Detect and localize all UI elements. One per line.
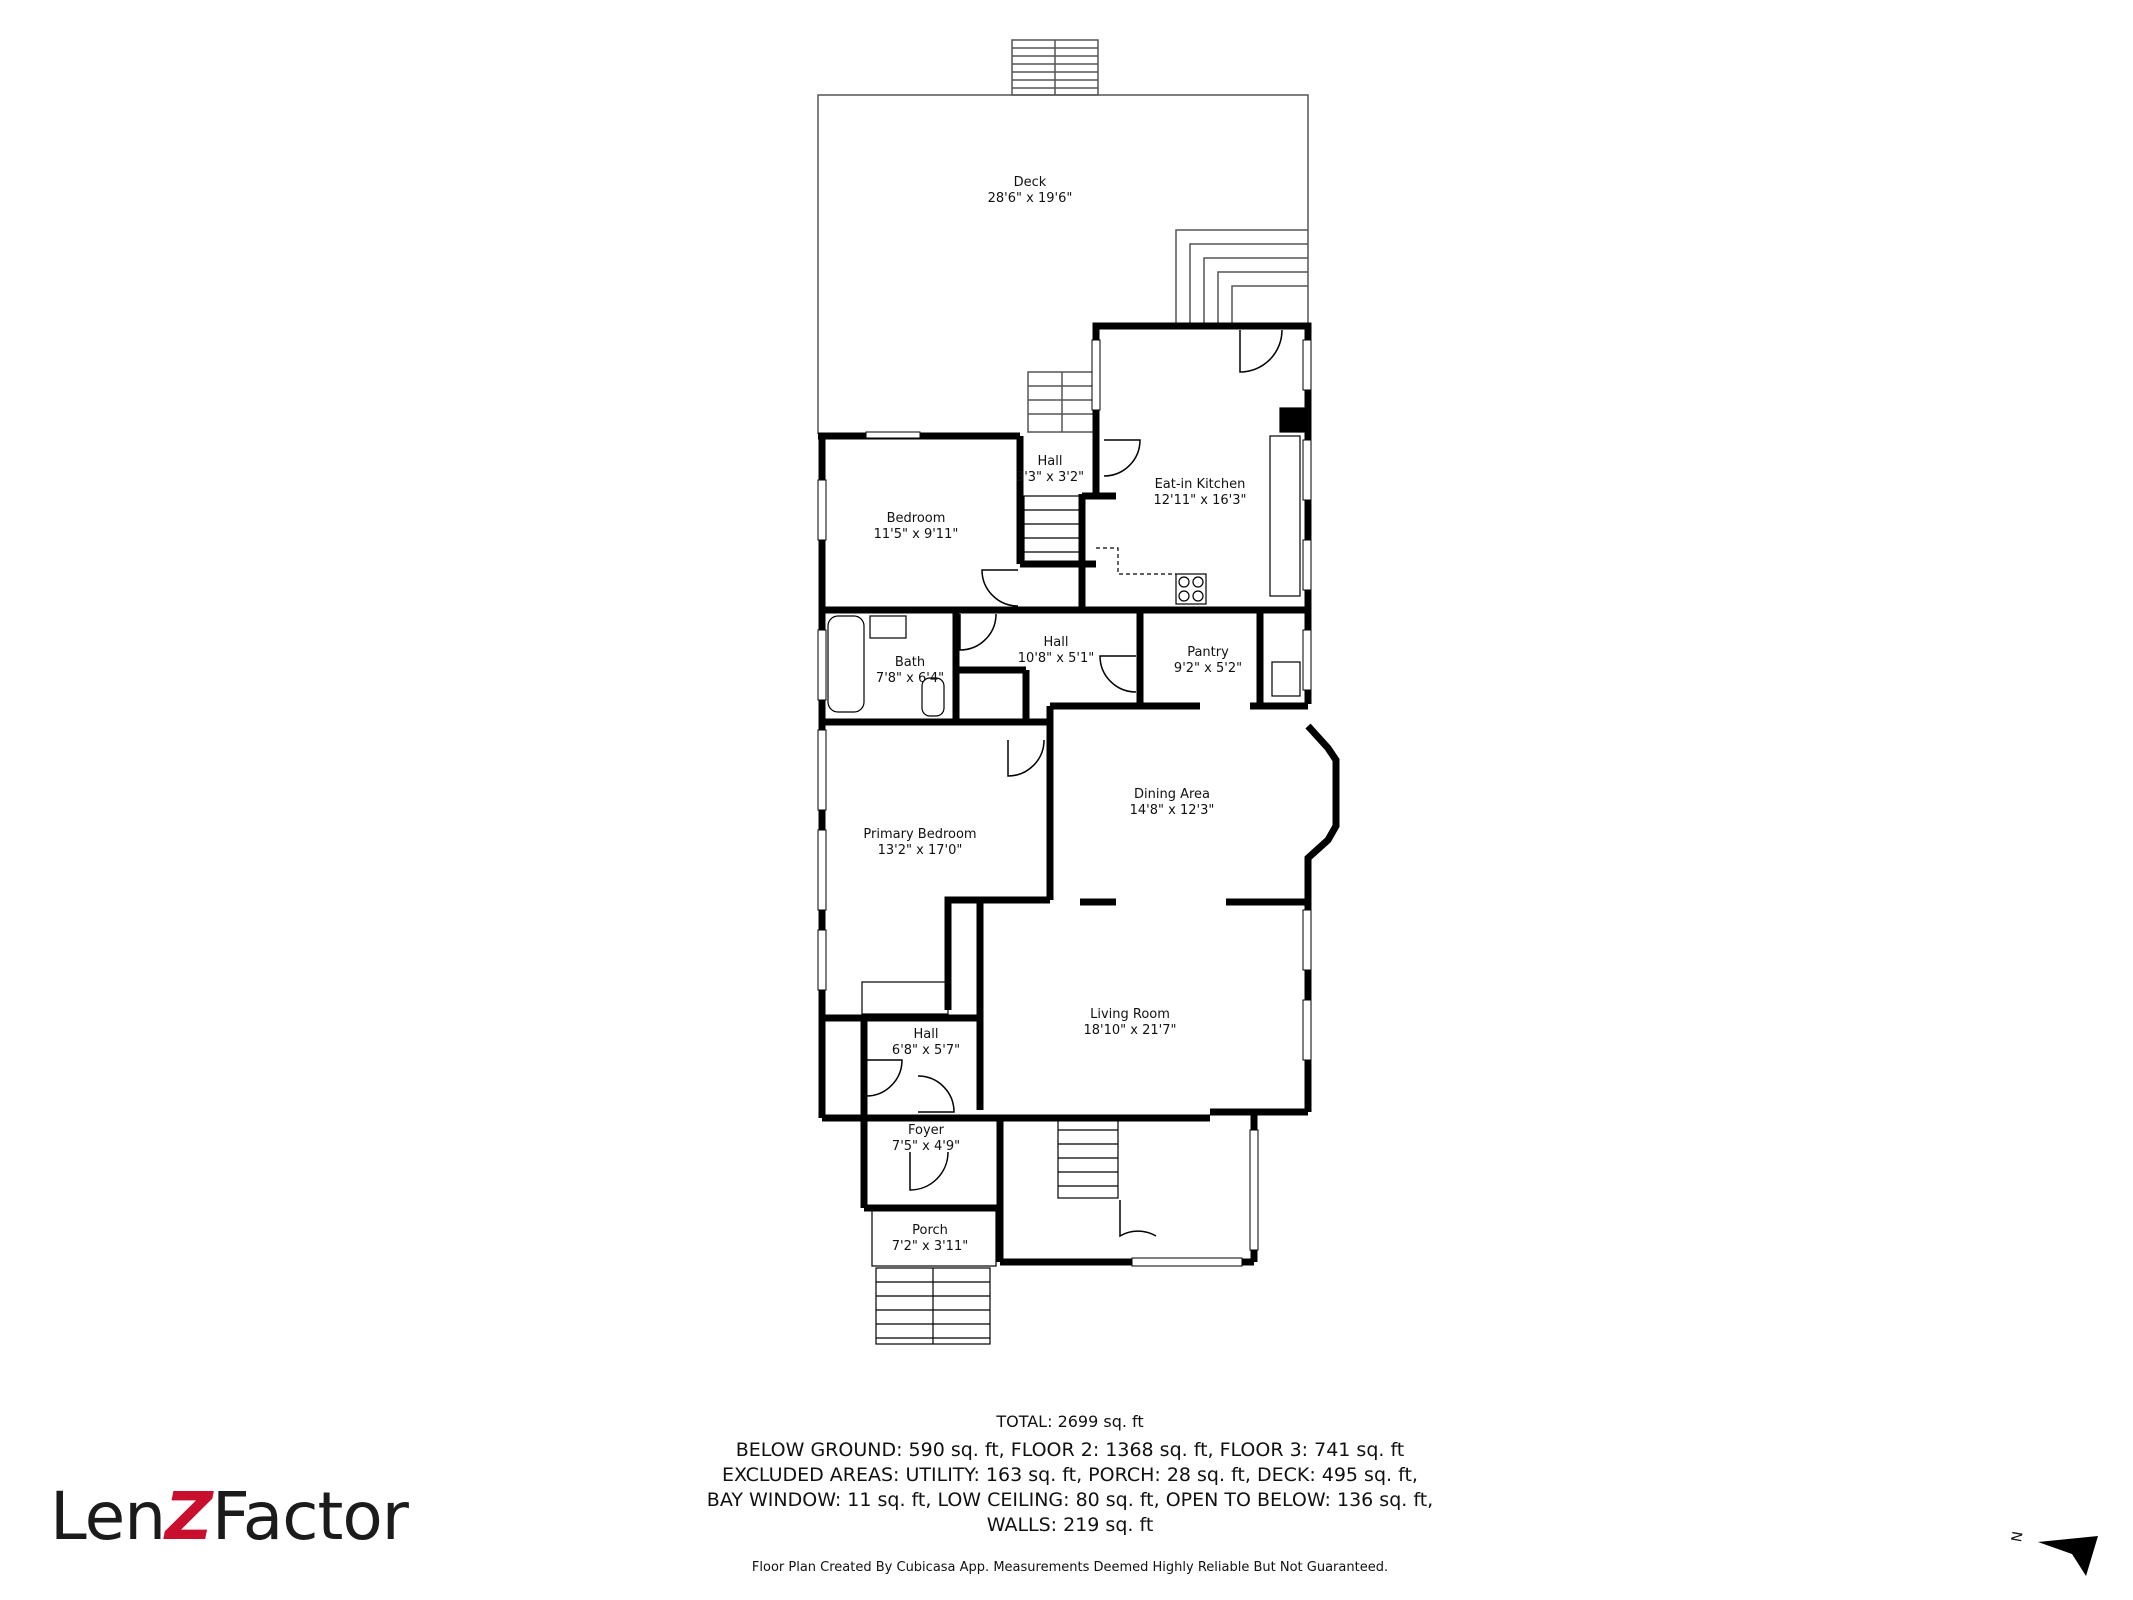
total-area: TOTAL: 2699 sq. ft [996,1412,1144,1431]
windows [817,339,1312,1267]
north-arrow-icon: N [2009,1520,2110,1584]
area-breakdown: BELOW GROUND: 590 sq. ft, FLOOR 2: 1368 … [560,1438,1580,1538]
deck-outline [817,39,1309,434]
fixtures [827,407,1305,1345]
doors [865,329,1283,1238]
area-line: BAY WINDOW: 11 sq. ft, LOW CEILING: 80 s… [706,1489,1434,1511]
svg-text:N: N [2010,1530,2027,1543]
area-line: WALLS: 219 sq. ft [986,1514,1154,1536]
area-line: EXCLUDED AREAS: UTILITY: 163 sq. ft, POR… [722,1464,1418,1486]
disclaimer: Floor Plan Created By Cubicasa App. Meas… [751,1560,1389,1575]
area-line: BELOW GROUND: 590 sq. ft, FLOOR 2: 1368 … [735,1439,1405,1461]
lenzfactor-logo: LenZFactor [50,1478,409,1555]
walls [818,322,1340,1266]
